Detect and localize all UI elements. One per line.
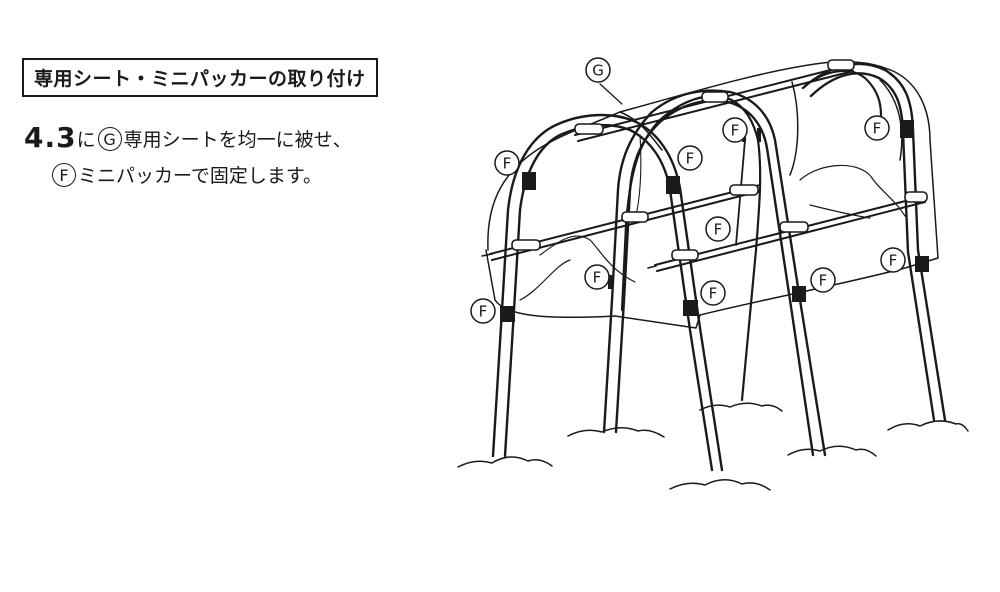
packer-callout-f: F [810, 267, 836, 293]
packer-mark-f: F [52, 163, 76, 187]
svg-text:F: F [503, 155, 512, 173]
step-number: 4.3 [24, 121, 77, 154]
callouts: G F F F F F F F [470, 57, 906, 324]
svg-text:F: F [593, 269, 602, 287]
svg-text:G: G [592, 62, 604, 80]
svg-text:F: F [889, 252, 898, 270]
packer-band [500, 306, 515, 322]
section-title: 専用シート・ミニパッカーの取り付け [22, 58, 378, 97]
ground-mounds [457, 402, 969, 491]
packer-band [915, 256, 929, 272]
packer-band [522, 172, 536, 190]
packer-callout-f: F [584, 264, 610, 290]
svg-text:F: F [686, 150, 695, 168]
packer-callout-f: F [722, 117, 748, 143]
clamps [511, 59, 928, 261]
packer-callout-f: F [700, 280, 726, 306]
packer-band [900, 120, 914, 138]
packer-band [683, 300, 698, 316]
packer-callout-f: F [864, 115, 890, 141]
step-text-part1: に [76, 129, 96, 151]
svg-text:F: F [479, 303, 488, 321]
svg-text:F: F [714, 221, 723, 239]
packer-callout-f: F [470, 298, 496, 324]
bar-ends [481, 253, 657, 269]
svg-text:F: F [873, 120, 882, 138]
svg-text:F: F [731, 122, 740, 140]
svg-text:F: F [819, 272, 828, 290]
packer-band [608, 275, 612, 289]
svg-text:F: F [709, 285, 718, 303]
packer-callout-f: F [880, 247, 906, 273]
packer-callout-f: F [705, 216, 731, 242]
sheet-callout-g: G [585, 57, 611, 83]
step-text-part3: ミニパッカーで固定します。 [78, 165, 322, 187]
packer-band [666, 176, 680, 194]
step-text-part2: 専用シートを均一に被せ、 [123, 129, 352, 151]
packer-callout-f: F [677, 145, 703, 171]
sheet-mark-g: G [97, 127, 122, 151]
packer-band [792, 286, 806, 302]
packer-callout-f: F [494, 150, 520, 176]
packer-band [757, 128, 761, 142]
